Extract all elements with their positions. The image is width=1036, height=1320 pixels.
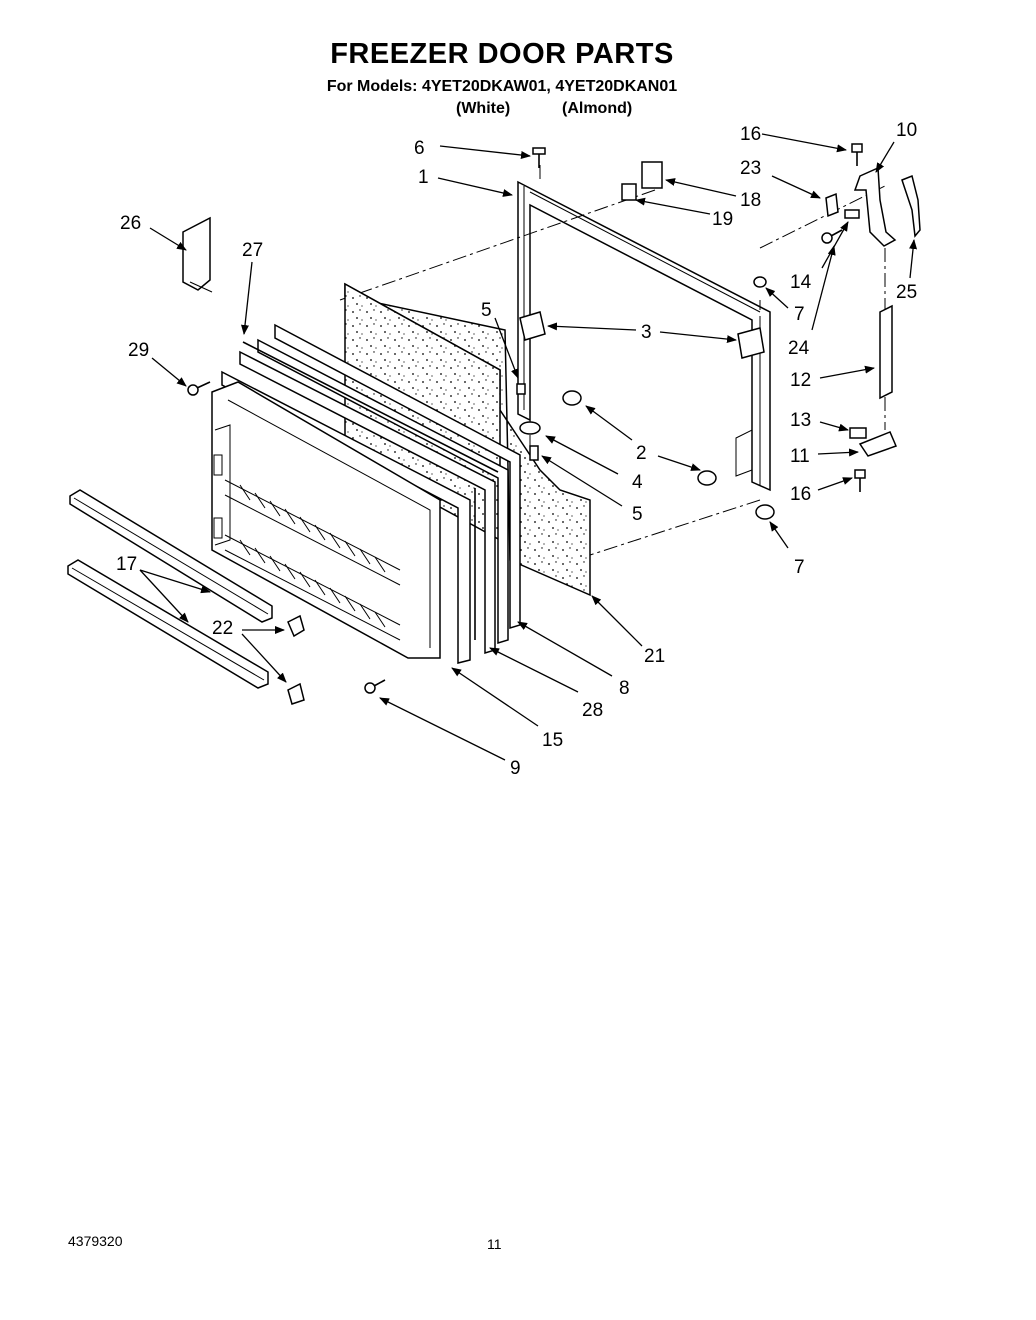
bumper-2b	[697, 470, 717, 486]
callout-27: 27	[242, 240, 263, 261]
washer-4	[519, 421, 541, 435]
variant-almond: (Almond)	[562, 100, 633, 117]
label-18	[641, 161, 663, 189]
callout-16b: 16	[790, 484, 811, 505]
callout-21: 21	[644, 646, 665, 667]
hinge-11	[858, 431, 898, 457]
callout-28: 28	[582, 700, 603, 721]
hinge-pin-12	[879, 304, 893, 400]
callout-19: 19	[712, 209, 733, 230]
callout-7b: 7	[794, 557, 805, 578]
callout-2: 2	[636, 443, 647, 464]
callout-4: 4	[632, 472, 643, 493]
screw-9	[364, 679, 386, 694]
callout-5b: 5	[632, 504, 643, 525]
callout-10: 10	[896, 120, 917, 141]
callout-16a: 16	[740, 124, 761, 145]
screw-29	[187, 381, 211, 396]
callout-22: 22	[212, 618, 233, 639]
callout-11: 11	[790, 446, 810, 467]
door-gasket	[221, 323, 521, 664]
callout-labels: 1 2 3 4 5 5 6 7 7 8 9 10 11 12 13 14 15 …	[116, 120, 917, 779]
door-liner	[211, 381, 441, 659]
hinge-plate-3	[519, 311, 765, 359]
callout-23: 23	[740, 158, 761, 179]
callout-29: 29	[128, 340, 149, 361]
callout-18: 18	[740, 190, 761, 211]
label-19	[621, 183, 637, 201]
screw-16-bottom	[854, 469, 866, 492]
callout-8: 8	[619, 678, 630, 699]
end-cap-upper	[287, 614, 305, 638]
page-title: FREEZER DOOR PARTS	[330, 38, 674, 70]
callout-25: 25	[896, 282, 917, 303]
callout-3: 3	[641, 322, 652, 343]
page-number: 11	[487, 1236, 502, 1252]
callout-1: 1	[418, 167, 429, 188]
callout-15: 15	[542, 730, 563, 751]
cap-7-top	[753, 276, 767, 288]
screw-6	[532, 147, 546, 168]
bumper-2a	[562, 390, 582, 406]
bracket-26	[182, 216, 211, 291]
callout-26: 26	[120, 213, 141, 234]
screw-5	[516, 383, 539, 461]
alignment-lines	[339, 165, 886, 556]
door-rails	[67, 489, 273, 689]
shim-23	[825, 192, 839, 218]
callout-5a: 5	[481, 300, 492, 321]
hinge-cover-25	[901, 174, 921, 238]
callout-14: 14	[790, 272, 812, 293]
models-line: For Models: 4YET20DKAW01, 4YET20DKAN01	[326, 78, 678, 95]
callout-17: 17	[116, 554, 137, 575]
callout-12: 12	[790, 370, 811, 391]
document-number: 4379320	[68, 1233, 123, 1249]
washer-14	[844, 209, 860, 219]
cap-7-bottom	[755, 504, 775, 520]
leader-lines	[139, 133, 918, 761]
screw-24	[821, 229, 843, 244]
hinge-10	[853, 166, 897, 247]
callout-13: 13	[790, 410, 811, 431]
callout-24: 24	[788, 338, 810, 359]
trim-strip-27	[242, 341, 499, 473]
screw-16-top	[851, 143, 863, 166]
callout-6: 6	[414, 138, 425, 159]
callout-9: 9	[510, 758, 521, 779]
end-cap-lower	[287, 682, 305, 705]
shim-13	[849, 427, 867, 439]
variant-white: (White)	[456, 100, 511, 117]
callout-7a: 7	[794, 304, 805, 325]
